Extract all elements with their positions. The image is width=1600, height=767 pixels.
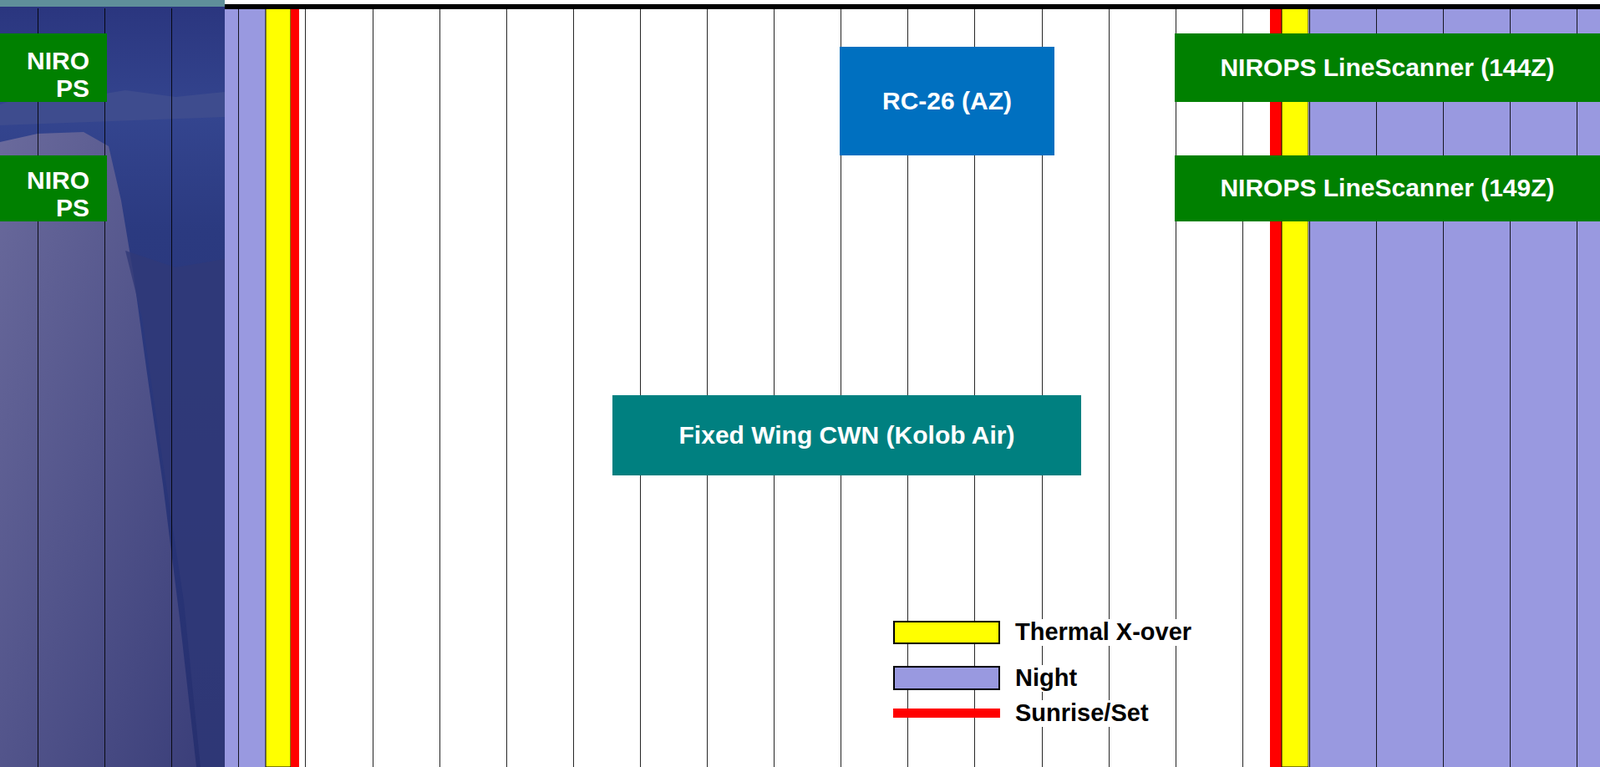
sunset-band — [1269, 8, 1282, 767]
night-band — [1308, 8, 1600, 767]
grid-line — [640, 8, 641, 767]
bar-label: NIROPS — [16, 167, 90, 222]
grid-line — [1376, 8, 1377, 767]
grid-line — [304, 8, 306, 767]
hour-grid — [38, 8, 1578, 767]
grid-line — [439, 8, 441, 767]
grid-line — [1509, 8, 1511, 767]
bar-label: Fixed Wing CWN (Kolob Air) — [679, 421, 1016, 449]
bar-label: RC-26 (AZ) — [882, 87, 1012, 115]
legend-swatch — [893, 665, 1001, 691]
grid-line — [573, 8, 574, 767]
schedule-bar: NIROPS — [0, 33, 107, 102]
grid-line — [1108, 8, 1110, 767]
sunrise-band — [290, 8, 300, 767]
schedule-bar: NIROPS LineScanner (149Z) — [1174, 155, 1600, 222]
bar-label: NIROPS — [16, 47, 90, 102]
grid-line — [506, 8, 508, 767]
grid-line — [1442, 8, 1444, 767]
thermal-crossover-band — [1281, 8, 1309, 767]
grid-line — [104, 8, 106, 767]
grid-line — [37, 8, 39, 767]
grid-line — [372, 8, 374, 767]
legend-label: Night — [1012, 665, 1080, 692]
schedule-bar: Fixed Wing CWN (Kolob Air) — [612, 395, 1082, 476]
legend-label: Thermal X-over — [1012, 619, 1194, 646]
photo-panel — [0, 0, 225, 767]
grid-line — [706, 8, 708, 767]
photo-valley — [125, 250, 225, 767]
grid-line — [773, 8, 775, 767]
grid-line — [171, 8, 173, 767]
grid-line — [238, 8, 239, 767]
legend-swatch — [893, 620, 1001, 645]
legend-label: Sunrise/Set — [1012, 700, 1152, 727]
bar-label: NIROPS LineScanner (149Z) — [1219, 174, 1555, 202]
top-rule — [224, 4, 1600, 10]
schedule-bar: NIROPS LineScanner (144Z) — [1174, 33, 1600, 102]
grid-line — [1576, 8, 1578, 767]
bar-label: NIROPS LineScanner (144Z) — [1219, 54, 1555, 82]
legend-swatch — [893, 708, 1001, 718]
grid-line — [1309, 8, 1311, 767]
photo-top-strip — [0, 0, 225, 7]
thermal-crossover-band — [265, 8, 291, 767]
night-band — [224, 8, 266, 767]
grid-line — [1242, 8, 1244, 767]
grid-line — [1175, 8, 1177, 767]
schedule-bar: NIROPS — [0, 155, 107, 222]
schedule-bar: RC-26 (AZ) — [839, 46, 1055, 156]
